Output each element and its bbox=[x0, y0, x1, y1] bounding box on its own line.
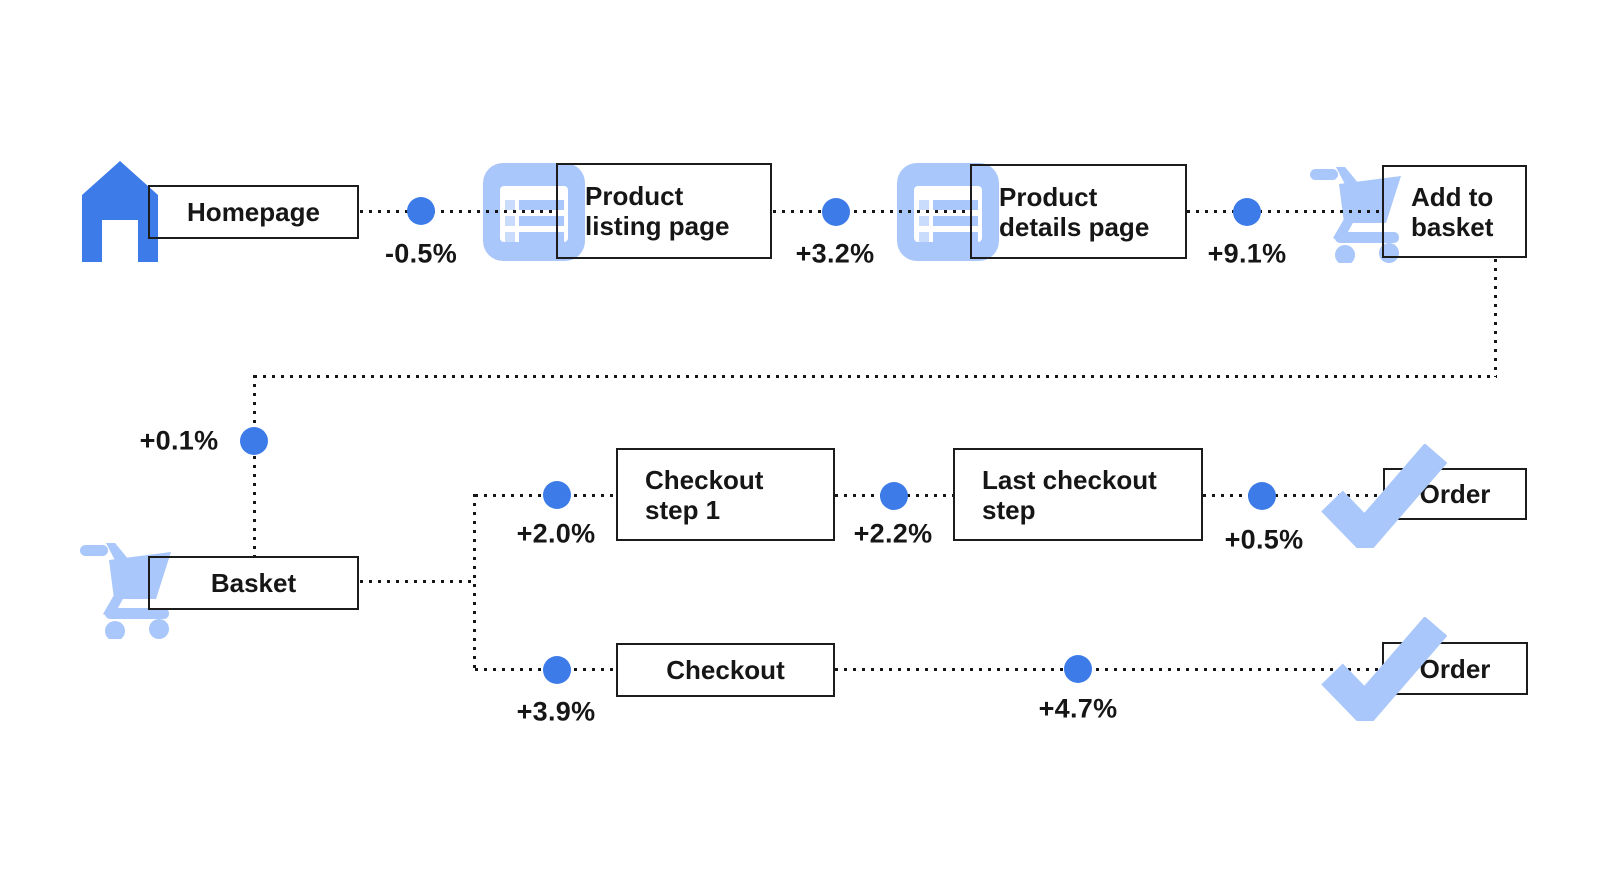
node-add-to-basket: Add to basket bbox=[1382, 165, 1527, 258]
node-label: Product bbox=[999, 181, 1098, 212]
step-dot bbox=[407, 197, 435, 225]
node-basket: Basket bbox=[148, 556, 359, 610]
node-label: details page bbox=[999, 211, 1150, 242]
step-dot bbox=[543, 481, 571, 509]
delta-label: +9.1% bbox=[1207, 238, 1287, 269]
connector-line bbox=[254, 375, 1497, 378]
node-label: Checkout bbox=[666, 655, 785, 685]
step-dot bbox=[1248, 482, 1276, 510]
delta-label: -0.5% bbox=[384, 238, 458, 269]
connector-line bbox=[473, 494, 476, 670]
node-checkout: Checkout bbox=[616, 643, 835, 697]
delta-label: +3.2% bbox=[795, 238, 875, 269]
connector-line bbox=[360, 210, 556, 213]
node-label: Order bbox=[1419, 653, 1491, 684]
step-dot bbox=[880, 482, 908, 510]
delta-label: +3.9% bbox=[516, 696, 596, 727]
node-label: step 1 bbox=[645, 494, 721, 525]
node-label: Basket bbox=[210, 568, 297, 598]
home-icon bbox=[82, 161, 158, 262]
node-label: Homepage bbox=[187, 197, 320, 227]
connector-line bbox=[773, 210, 970, 213]
node-label: step bbox=[982, 494, 1036, 525]
node-label: listing page bbox=[585, 211, 730, 241]
delta-label: +0.5% bbox=[1224, 524, 1304, 555]
cart-icon bbox=[78, 540, 173, 639]
node-checkout-step-1: Checkout step 1 bbox=[616, 448, 835, 541]
connector-line bbox=[360, 580, 475, 583]
delta-label: +4.7% bbox=[1038, 693, 1118, 724]
node-label: Order bbox=[1419, 479, 1491, 509]
node-product-listing-page: Product listing page bbox=[556, 163, 772, 259]
node-homepage: Homepage bbox=[148, 185, 359, 239]
node-label: Add to bbox=[1411, 181, 1494, 212]
node-product-details-page: Product details page bbox=[970, 164, 1187, 259]
node-label: Last checkout bbox=[982, 464, 1157, 495]
connector-line bbox=[1187, 210, 1382, 213]
step-dot bbox=[822, 198, 850, 226]
node-label: basket bbox=[1411, 211, 1494, 242]
step-dot bbox=[1233, 198, 1261, 226]
node-order-bottom: Order bbox=[1382, 642, 1528, 695]
delta-label: +2.2% bbox=[853, 518, 933, 549]
connector-line bbox=[253, 375, 256, 557]
node-last-checkout-step: Last checkout step bbox=[953, 448, 1203, 541]
check-icon bbox=[1320, 617, 1447, 721]
delta-label: +0.1% bbox=[139, 425, 219, 456]
connector-line bbox=[1494, 259, 1497, 377]
node-label: Product bbox=[585, 181, 684, 211]
delta-label: +2.0% bbox=[516, 518, 596, 549]
step-dot bbox=[240, 427, 268, 455]
node-label: Checkout bbox=[645, 464, 764, 495]
check-icon bbox=[1320, 444, 1447, 548]
connector-line bbox=[835, 668, 1382, 671]
step-dot bbox=[1064, 655, 1092, 683]
connector-line bbox=[1203, 494, 1383, 497]
step-dot bbox=[543, 656, 571, 684]
